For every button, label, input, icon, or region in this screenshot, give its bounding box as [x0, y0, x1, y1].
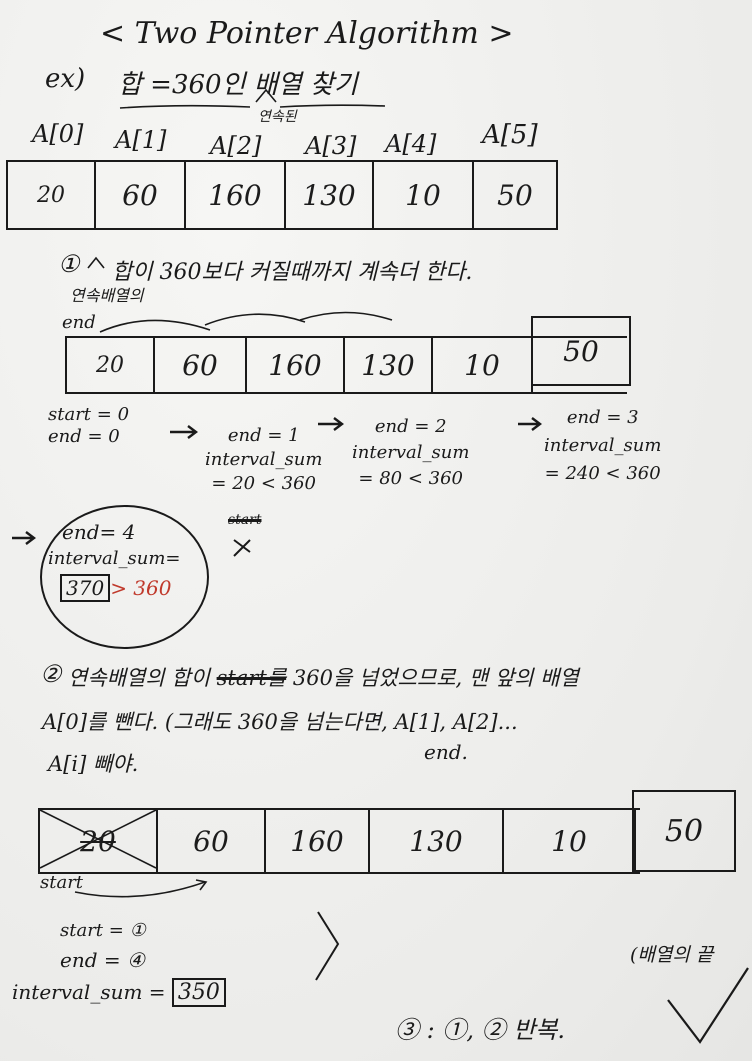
- step2-line3: A[i] 빼야.: [48, 752, 139, 776]
- array3-last-box: 50: [632, 790, 736, 872]
- array-label-4: A[4]: [385, 130, 437, 158]
- step1-note: 연속배열의: [70, 286, 144, 305]
- example-underline-left: [119, 104, 251, 109]
- array2-cell-0: 20: [67, 338, 155, 392]
- angle-bracket: [315, 911, 340, 981]
- circle-compare: > 360: [110, 576, 172, 600]
- state-2-line-2: = 80 < 360: [358, 468, 463, 489]
- array2-cell-3: 130: [345, 338, 433, 392]
- step2-line1: 연속배열의 합이 start를 360을 넘었으므로, 맨 앞의 배열: [68, 662, 579, 692]
- state-1: end = 1 interval_sum = 20 < 360: [205, 424, 322, 496]
- array-label-1: A[1]: [115, 126, 167, 154]
- state-1-line-2: = 20 < 360: [211, 473, 316, 494]
- array2-cell-4: 10: [433, 338, 533, 392]
- result-start: start = ①: [60, 920, 146, 941]
- state-0-line-0: start = 0: [48, 404, 130, 425]
- start-arrow-head: [195, 879, 208, 891]
- array3-cell-0: 20: [40, 810, 158, 872]
- array1-cell-5: 50: [497, 178, 533, 212]
- caret-mark-step1: [87, 256, 105, 269]
- scratch-mark: [233, 539, 251, 557]
- array2-cell-2: 160: [247, 338, 345, 392]
- step2-line2: A[0]를 뺀다. (그래도 360을 넘는다면, A[1], A[2]...: [42, 710, 518, 734]
- array1-cell-1: 60: [96, 162, 186, 228]
- scratch-text: start: [228, 512, 262, 528]
- array3-cell-4: 10: [504, 810, 636, 872]
- end-arc-1: [99, 319, 211, 333]
- state-0: start = 0 end = 0: [48, 404, 129, 448]
- end-arc-2: [204, 313, 306, 326]
- page-title: < Two Pointer Algorithm >: [100, 16, 514, 51]
- array-row-2: 20 60 160 130 10: [65, 336, 627, 394]
- array3-cell-2: 160: [266, 810, 370, 872]
- state-1-line-0: end = 1: [227, 425, 300, 446]
- array3-cell-1: 60: [158, 810, 266, 872]
- state-1-line-1: interval_sum: [205, 449, 323, 470]
- start-arrow-arc: [74, 881, 206, 898]
- step1-number: ①: [58, 250, 80, 278]
- result-sum-value: 350: [171, 978, 226, 1007]
- array2-cell-5: 50: [563, 334, 599, 368]
- circle-value-row: 370> 360: [60, 574, 172, 602]
- step1-text: 합이 360보다 커질때까지 계속더 한다.: [112, 260, 473, 285]
- state-0-line-1: end = 0: [48, 426, 120, 447]
- array3-cell-5: 50: [664, 813, 704, 849]
- array-row-1: 20 60 160 130 10 50: [6, 160, 558, 230]
- arrow-1: [170, 425, 198, 439]
- array-label-5: A[5]: [482, 120, 538, 150]
- side-note: (배열의 끝: [630, 944, 714, 966]
- array1-cell-2: 160: [186, 162, 286, 228]
- state-2-line-0: end = 2: [374, 416, 447, 437]
- array2-last-box: 50: [531, 316, 631, 386]
- array2-cell-1: 60: [155, 338, 247, 392]
- arrow-3: [518, 417, 542, 431]
- state-3-line-0: end = 3: [566, 407, 639, 428]
- result-end: end = ④: [60, 948, 145, 972]
- array-label-3: A[3]: [305, 132, 357, 160]
- check-mark: [667, 967, 749, 1044]
- result-sum-row: interval_sum = 350: [12, 978, 226, 1007]
- step2-line1b: 360을 넘었으므로, 맨 앞의 배열: [292, 666, 579, 690]
- state-3-line-2: = 240 < 360: [544, 463, 661, 484]
- example-text: 합 =360인 배열 찾기: [118, 70, 358, 100]
- circled-state: [40, 505, 209, 649]
- example-prefix: ex): [45, 64, 86, 94]
- array-label-2: A[2]: [210, 132, 262, 160]
- array1-cell-4: 10: [374, 162, 474, 228]
- circle-value: 370: [60, 574, 111, 602]
- array-label-0: A[0]: [32, 120, 84, 148]
- step2-strike: start를: [216, 666, 287, 690]
- start-label: start: [40, 872, 84, 893]
- step1-end-label: end: [62, 312, 96, 333]
- state-3: end = 3 interval_sum = 240 < 360: [544, 404, 661, 488]
- array1-cell-0: 20: [8, 162, 96, 228]
- step2-end-note: end.: [424, 740, 468, 764]
- step2-number: ②: [40, 660, 62, 688]
- circle-line-2: interval_sum=: [48, 548, 181, 569]
- array3-cell-3: 130: [370, 810, 504, 872]
- result-sum-label: interval_sum =: [12, 980, 166, 1004]
- array-row-3: 20 60 160 130 10: [38, 808, 640, 874]
- step2-line1a: 연속배열의 합이: [68, 666, 210, 690]
- array3-cell-0-value: 20: [80, 824, 116, 858]
- state-2-line-1: interval_sum: [352, 442, 470, 463]
- example-note: 연속된: [258, 109, 297, 125]
- state-3-line-1: interval_sum: [544, 435, 662, 456]
- step3-text: ③ : ①, ② 반복.: [395, 1016, 566, 1044]
- end-arc-3: [299, 311, 393, 321]
- state-2: end = 2 interval_sum = 80 < 360: [352, 414, 469, 492]
- array1-cell-3: 130: [286, 162, 374, 228]
- arrow-circle: [12, 531, 36, 545]
- circle-line-1: end= 4: [62, 520, 136, 544]
